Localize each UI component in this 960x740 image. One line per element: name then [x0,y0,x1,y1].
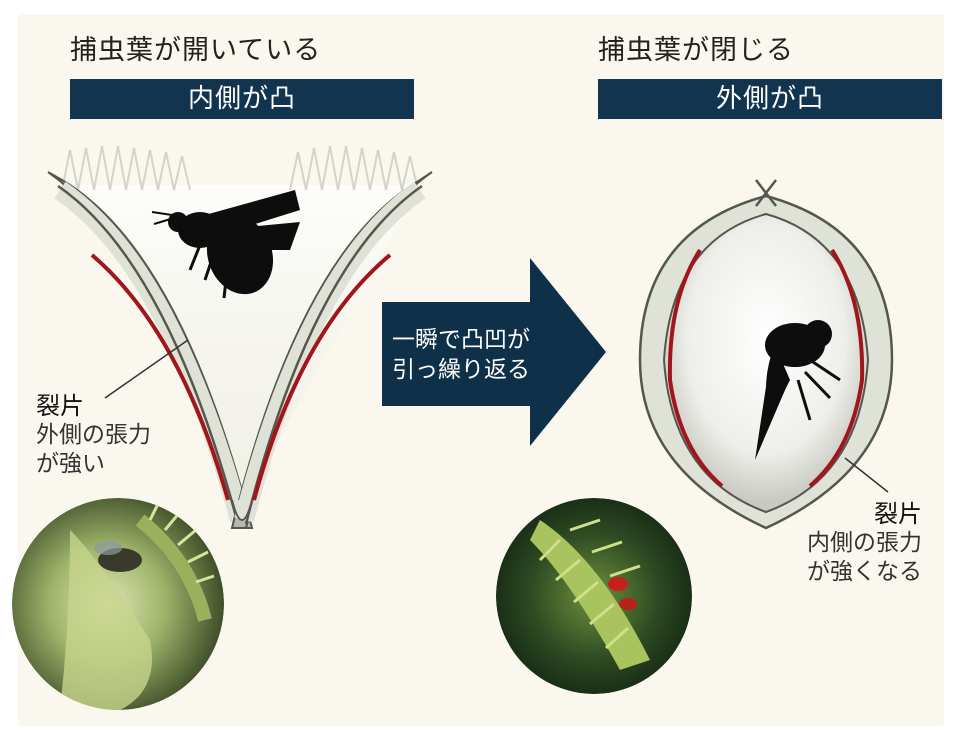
arrow-caption-line2: 引っ繰り返る [392,357,530,383]
left-banner: 内側が凸 [70,79,414,119]
flip-arrow [382,258,606,446]
left-tension-line1: 外側の張力 [36,422,151,448]
cilia-left [61,145,419,191]
fly-silhouette [755,320,841,460]
closed-trap-illustration [638,179,894,530]
photo-open-trap [12,498,224,710]
right-tension-line1: 内側の張力 [807,530,922,556]
right-title: 捕虫葉が閉じる [598,35,794,66]
left-lobe-label: 裂片 [36,392,84,420]
right-tension-line2: が強くなる [807,559,922,585]
right-lobe-label: 裂片 [874,500,922,528]
left-tension-line2: が強い [36,451,105,477]
arrow-caption-line1: 一瞬で凸凹が [392,327,530,353]
arrow-caption: 一瞬で凸凹が 引っ繰り返る [392,325,530,385]
right-banner: 外側が凸 [598,79,942,119]
leader-line-right [844,457,889,493]
left-lobe-annotation: 裂片 外側の張力 が強い [36,392,151,479]
open-trap-illustration [47,145,433,529]
right-lobe-annotation: 裂片 内側の張力 が強くなる [782,500,922,587]
photo-closed-trap [496,498,692,694]
leader-line-left [104,339,189,399]
bee-silhouette [151,190,300,299]
left-title: 捕虫葉が開いている [70,35,322,66]
